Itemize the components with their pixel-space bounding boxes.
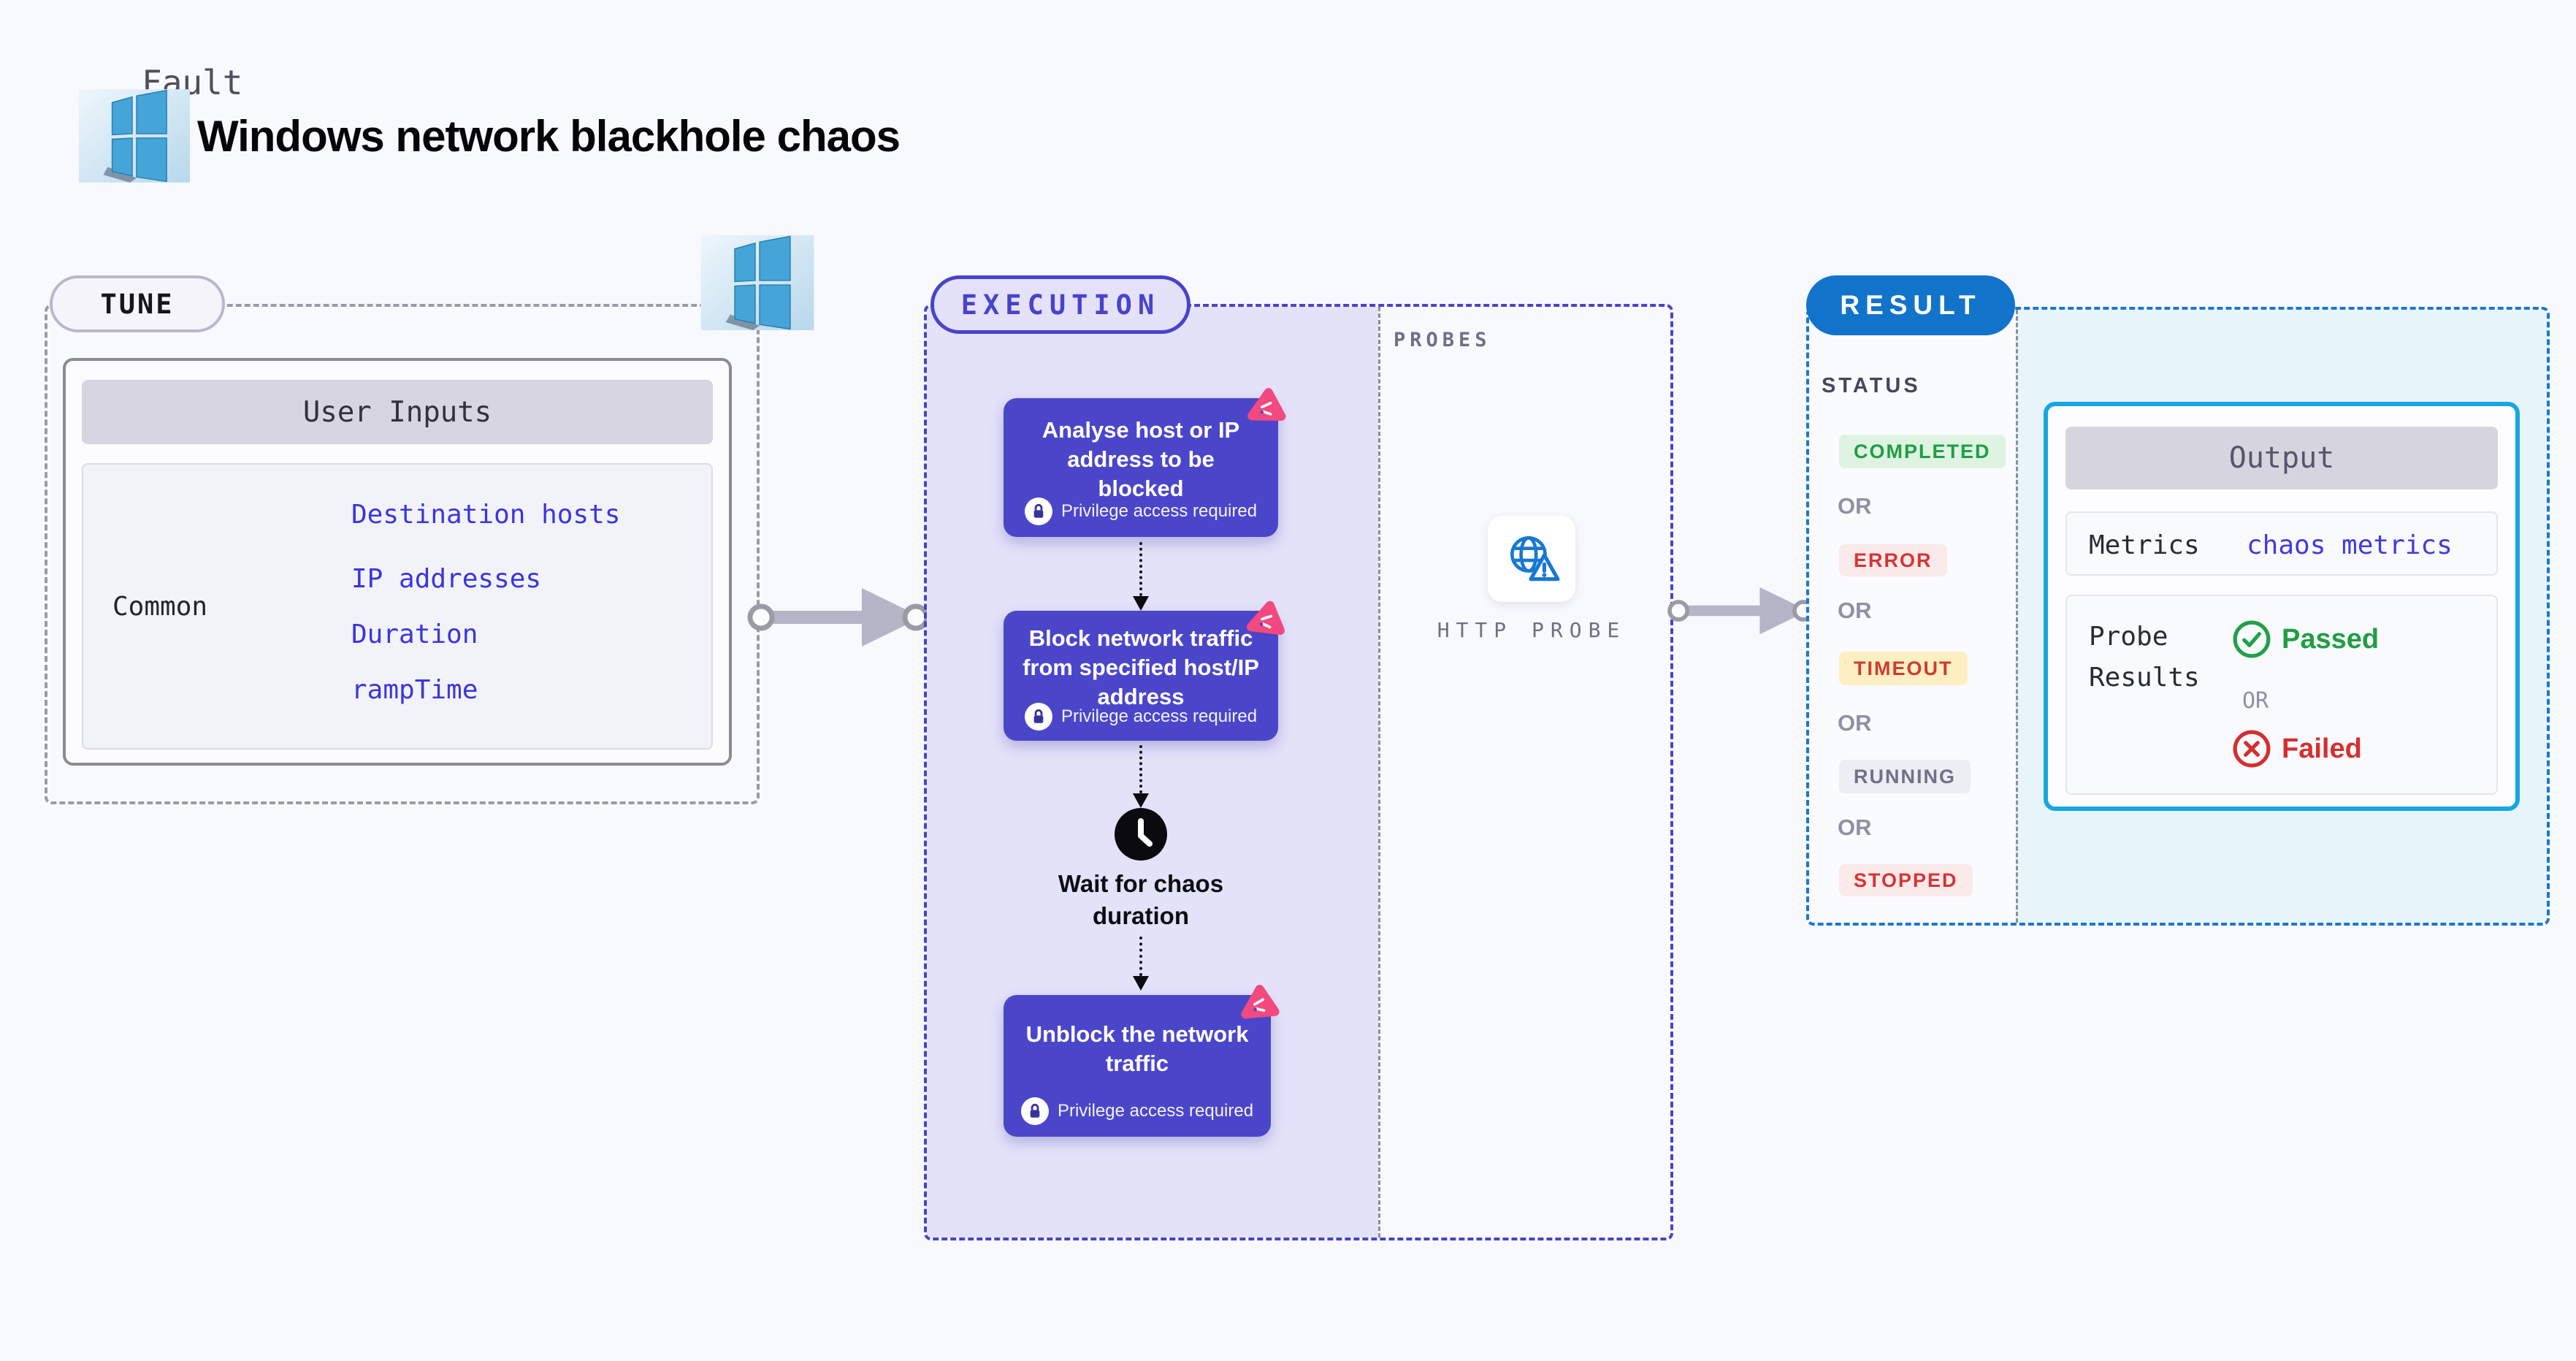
connector-arrowhead <box>1133 976 1149 991</box>
status-or: OR <box>1838 815 1872 840</box>
wait-step-title: Wait for chaos duration <box>1058 870 1224 929</box>
status-badge-stopped: STOPPED <box>1839 864 1973 896</box>
status-badge-completed: COMPLETED <box>1839 435 2006 468</box>
x-circle-icon <box>2233 730 2271 768</box>
connector-arrowhead <box>1133 793 1149 808</box>
privilege-badge: Privilege access required <box>1004 497 1278 525</box>
tune-label: TUNE <box>100 288 175 320</box>
privilege-badge-label: Privilege access required <box>1057 1101 1254 1121</box>
execution-label: EXECUTION <box>960 289 1161 321</box>
status-badge-error: ERROR <box>1839 544 1947 576</box>
execution-probes-divider <box>1378 307 1380 1238</box>
failed-label: Failed <box>2282 733 2362 764</box>
check-circle-icon <box>2233 620 2271 658</box>
status-heading: STATUS <box>1822 374 1921 397</box>
privilege-badge-label: Privilege access required <box>1060 501 1258 521</box>
user-inputs-header: User Inputs <box>82 380 713 444</box>
connector-arrowhead <box>1133 596 1149 611</box>
globe-warning-icon <box>1510 535 1560 582</box>
status-or: OR <box>1838 710 1872 736</box>
passed-label: Passed <box>2282 624 2380 655</box>
output-table: Output Metrics chaos metrics Probe Resul… <box>2044 402 2520 811</box>
connector-line <box>1139 937 1142 976</box>
privilege-badge: Privilege access required <box>1004 1097 1271 1125</box>
http-probe-card <box>1488 516 1575 602</box>
step-block-traffic: Block network traffic from specified hos… <box>1004 601 1285 741</box>
link-duration[interactable]: Duration <box>351 619 478 649</box>
windows-logo-icon <box>79 89 190 183</box>
step-unblock-traffic: Unblock the network traffic Privilege ac… <box>1004 985 1280 1137</box>
lock-icon <box>1024 497 1052 525</box>
output-header: Output <box>2065 427 2498 489</box>
litmus-chaos-icon <box>1241 985 1280 1019</box>
arrow-execution-to-result <box>1667 587 1813 635</box>
execution-label-pill: EXECUTION <box>930 275 1190 334</box>
probes-section-label: PROBES <box>1394 329 1491 351</box>
step-title: Unblock the network traffic <box>1025 1021 1249 1076</box>
litmus-chaos-icon <box>1247 388 1286 421</box>
tune-section <box>45 304 760 804</box>
step-analyse-host: Analyse host or IP address to be blocked… <box>1004 388 1286 537</box>
http-probe-label: HTTP PROBE <box>1437 618 1627 642</box>
connector-line <box>1139 542 1142 596</box>
probe-results-label: Probe Results <box>2089 622 2200 693</box>
result-divider <box>2016 310 2018 923</box>
arrow-tune-to-execution <box>747 588 928 647</box>
status-or: OR <box>1838 598 1872 623</box>
privilege-badge-label: Privilege access required <box>1060 706 1258 726</box>
link-ip-addresses[interactable]: IP addresses <box>351 564 542 594</box>
result-label: RESULT <box>1840 290 1981 320</box>
windows-logo-small-icon <box>698 235 817 330</box>
lock-icon <box>1020 1097 1049 1125</box>
status-or: OR <box>1838 493 1872 519</box>
metrics-label: Metrics <box>2089 530 2200 560</box>
status-badge-running: RUNNING <box>1839 760 1971 793</box>
probe-or: OR <box>2242 688 2269 714</box>
step-title: Analyse host or IP address to be blocked <box>1042 417 1240 501</box>
probe-results-row: Probe Results Passed OR Failed <box>2065 595 2498 795</box>
link-ramptime[interactable]: rampTime <box>351 675 478 705</box>
litmus-chaos-icon <box>1246 601 1285 636</box>
chaos-metrics-link[interactable]: chaos metrics <box>2247 530 2453 560</box>
user-inputs-table: User Inputs Common Destination hosts IP … <box>63 358 732 766</box>
lock-icon <box>1024 703 1052 731</box>
user-inputs-body: Common Destination hosts IP addresses Du… <box>82 463 713 750</box>
clock-icon <box>1115 808 1167 861</box>
row-label-common: Common <box>112 592 208 622</box>
step-title: Block network traffic from specified hos… <box>1023 625 1259 709</box>
link-destination-hosts[interactable]: Destination hosts <box>351 500 621 530</box>
page-title: Windows network blackhole chaos <box>197 112 901 161</box>
status-badge-timeout: TIMEOUT <box>1839 652 1968 685</box>
privilege-badge: Privilege access required <box>1004 703 1278 731</box>
metrics-row: Metrics chaos metrics <box>2065 511 2498 576</box>
tune-label-pill: TUNE <box>50 275 225 332</box>
result-label-pill: RESULT <box>1806 275 2015 335</box>
connector-line <box>1139 745 1142 793</box>
